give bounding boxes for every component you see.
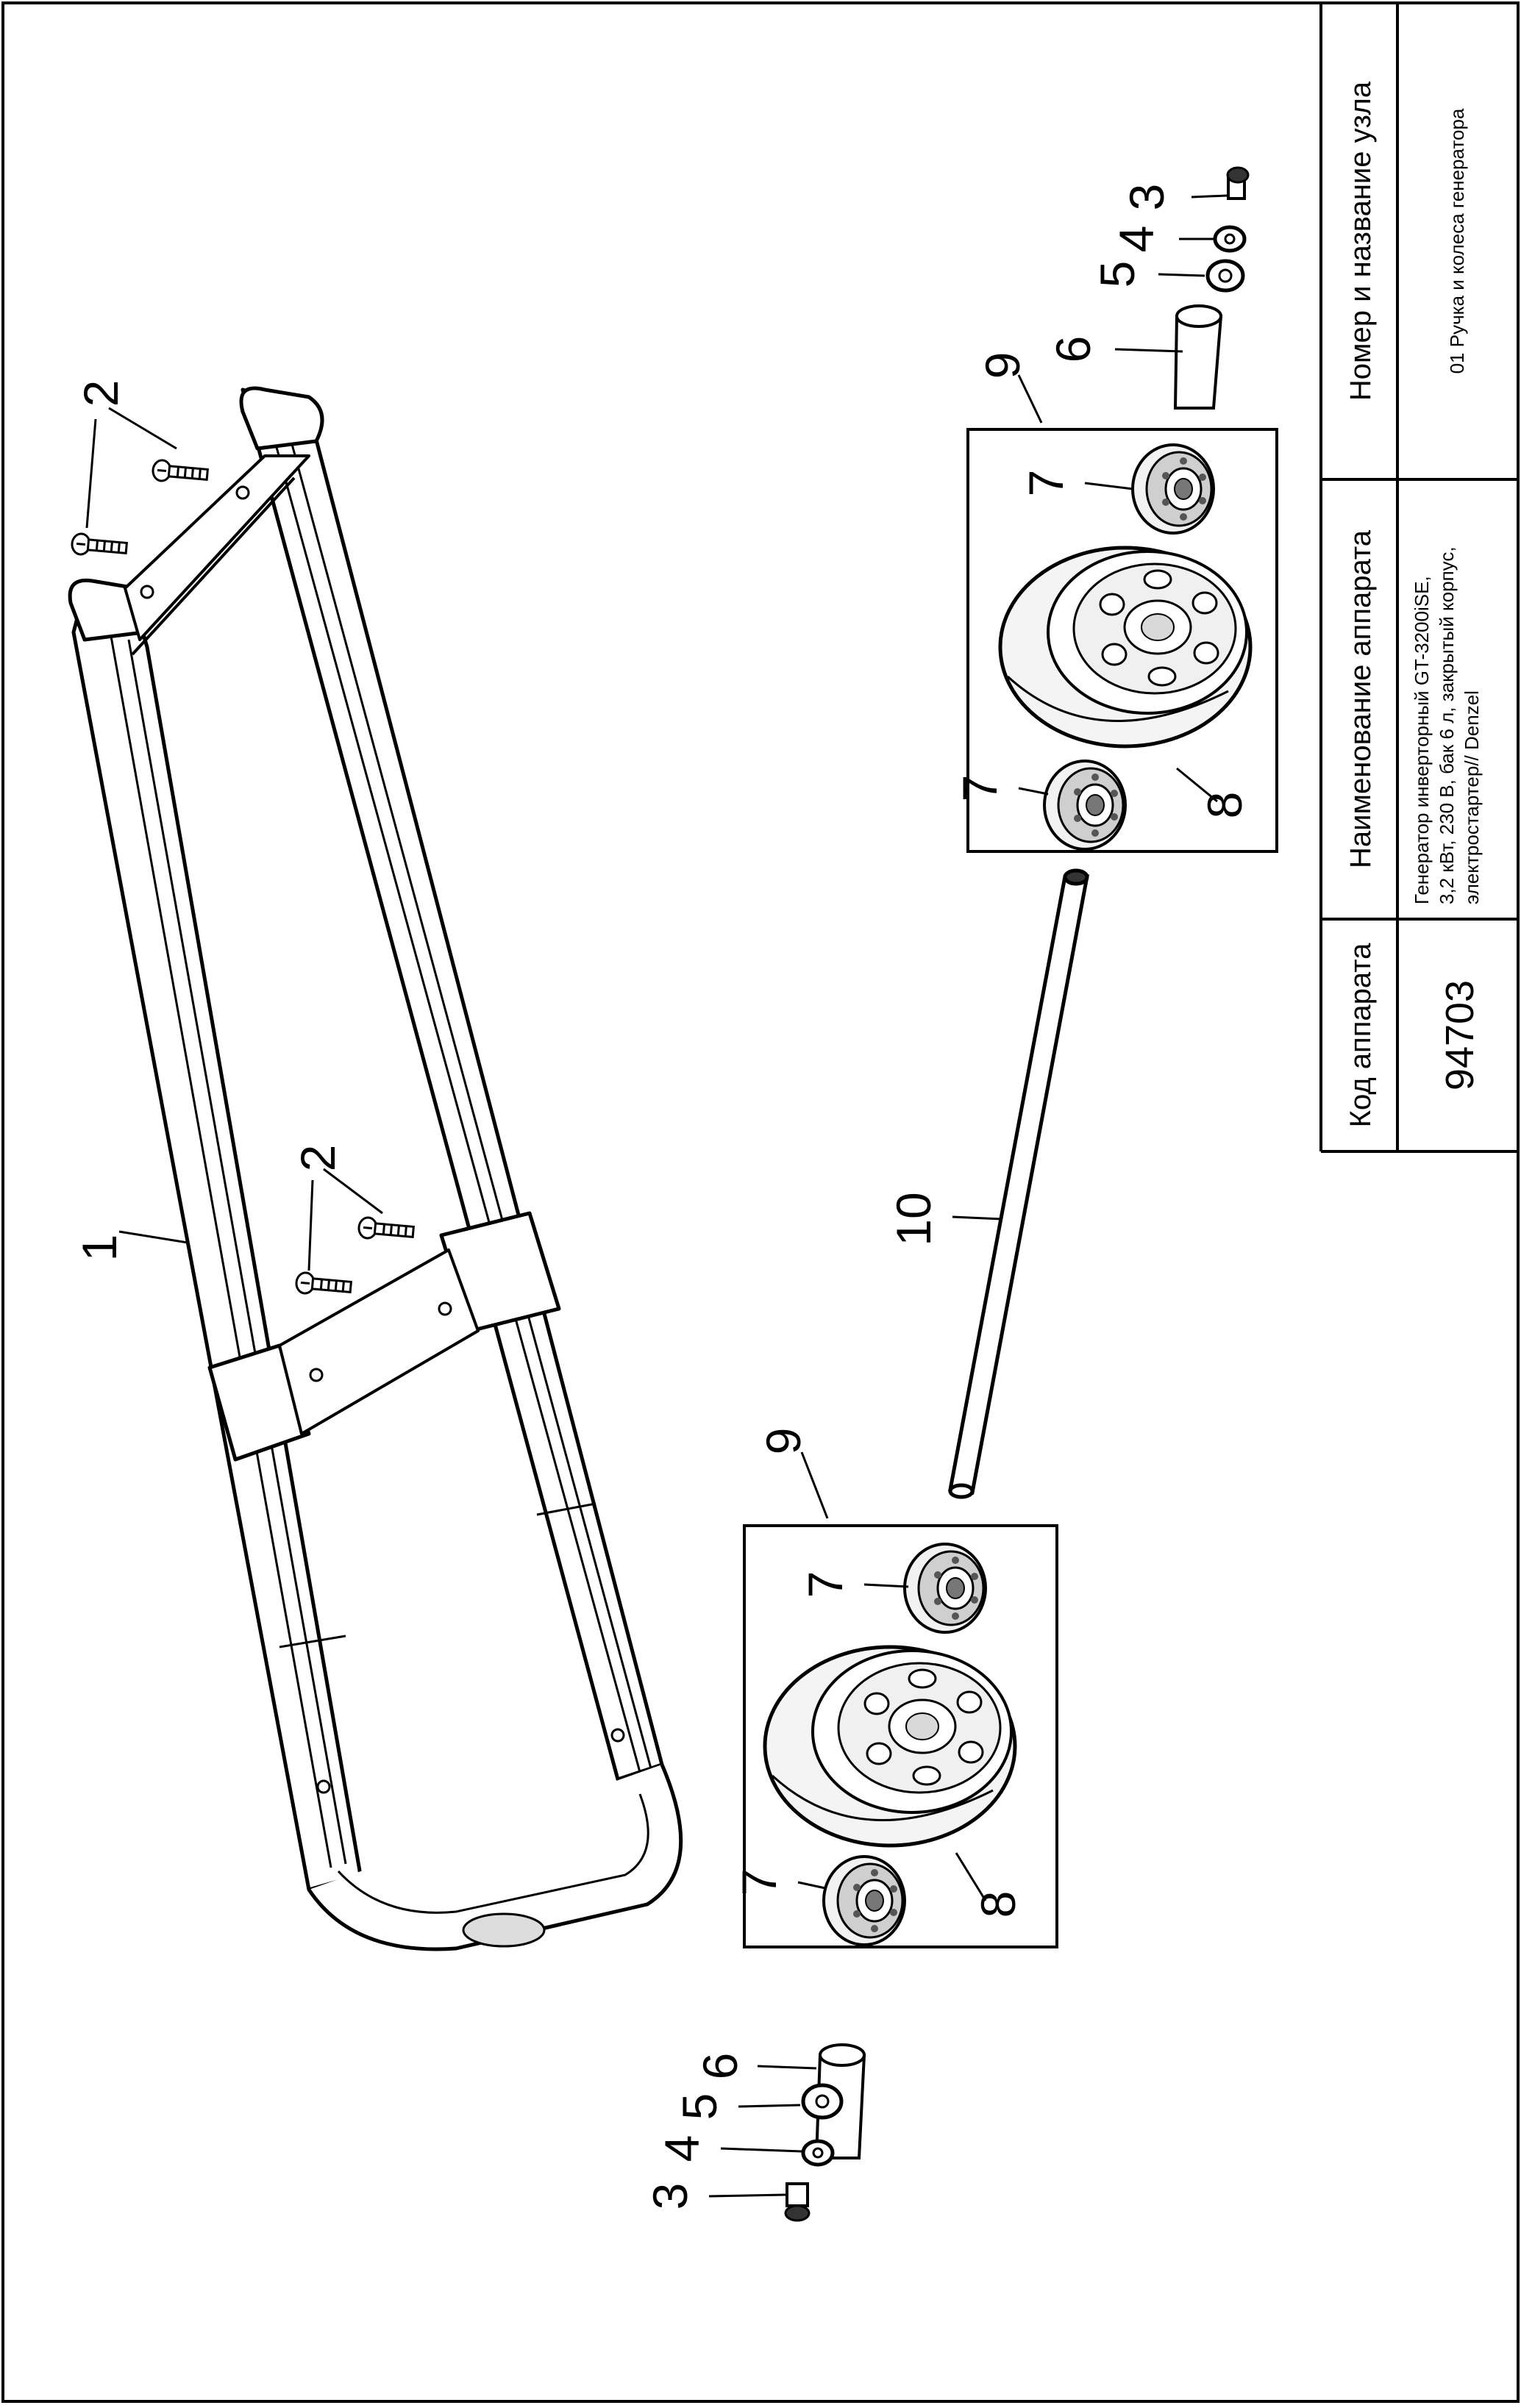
title-block: Код аппарата Наименование аппарата Номер… (1319, 3, 1518, 1153)
device-code: 94703 (1438, 980, 1482, 1090)
callout-4-washer-upper: 4 (1109, 226, 1164, 253)
bearing-icon (1043, 760, 1127, 851)
code-column-header: Код аппарата (1344, 943, 1377, 1127)
callout-7-bearing-lower-a: 7 (798, 1571, 852, 1598)
device-name-line-3: электростартер// Denzel (1461, 690, 1483, 904)
callout-8-wheel-upper: 8 (1197, 792, 1252, 819)
callout-2-screw-lower: 2 (291, 1145, 345, 1172)
callout-6-bushing-lower: 6 (693, 2053, 747, 2080)
bearing-icon (822, 1855, 906, 1946)
upper-fastener-stack (1173, 166, 1250, 410)
unit-column-header: Номер и название узла (1344, 81, 1377, 401)
wheel-icon (765, 1647, 1015, 1846)
callout-7-bearing-upper-a: 7 (1019, 470, 1073, 497)
callout-7-bearing-lower-b: 7 (732, 1869, 786, 1896)
callout-4-washer-lower: 4 (655, 2135, 709, 2162)
callout-6-bushing-upper: 6 (1046, 336, 1100, 363)
callout-2-screw-upper: 2 (74, 380, 128, 407)
callout-7-bearing-upper-b: 7 (952, 775, 1007, 802)
lower-fastener-stack (784, 2043, 866, 2222)
screw-icon (294, 1271, 353, 1298)
callout-5-spring-washer-lower: 5 (672, 2093, 727, 2121)
device-name-line-2: 3,2 кВт, 230 В, бак 6 л, закрытый корпус… (1436, 546, 1458, 904)
callout-10-axle: 10 (886, 1192, 941, 1246)
bearing-icon (1131, 443, 1215, 535)
callout-3-bolt-lower: 3 (643, 2183, 697, 2210)
leader-lines (85, 194, 1228, 2198)
callout-1-handle: 1 (72, 1235, 127, 1262)
callout-3-bolt-upper: 3 (1119, 184, 1174, 211)
wheel-assembly-box-lower (743, 1524, 1058, 1948)
callout-5-spring-washer-upper: 5 (1090, 261, 1144, 288)
callout-8-wheel-lower: 8 (971, 1891, 1025, 1918)
handle-frame (68, 386, 683, 1951)
unit-name: 01 Ручка и колеса генератора (1446, 108, 1468, 374)
callout-9-assembly-upper: 9 (975, 352, 1030, 379)
wheel-assembly-box-upper (966, 428, 1278, 853)
screw-icon (357, 1215, 416, 1243)
screw-icon (151, 458, 210, 486)
screw-icon (70, 532, 129, 560)
axle-rod (948, 868, 1090, 1499)
wheel-icon (1000, 548, 1250, 746)
bearing-icon (903, 1543, 987, 1634)
name-column-header: Наименование аппарата (1344, 529, 1377, 868)
device-name-line-1: Генератор инверторный GT-3200iSE, (1411, 576, 1433, 904)
callout-9-assembly-lower: 9 (756, 1428, 811, 1455)
